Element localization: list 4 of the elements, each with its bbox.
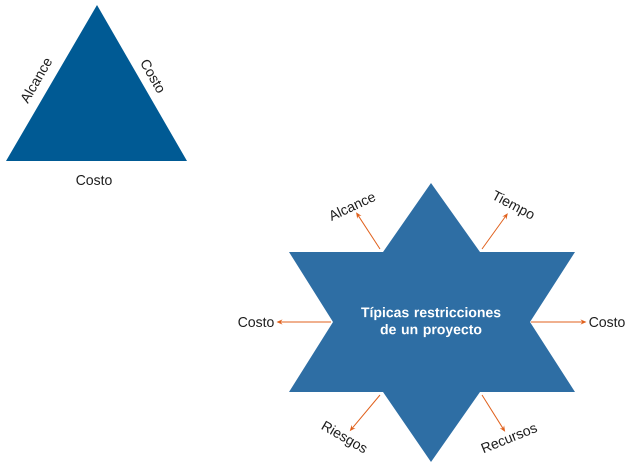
triangle-shape (6, 5, 187, 161)
constraint-label: Costo (589, 317, 625, 327)
side-label: Costo (76, 175, 112, 185)
constraint-label: Costo (238, 317, 274, 327)
